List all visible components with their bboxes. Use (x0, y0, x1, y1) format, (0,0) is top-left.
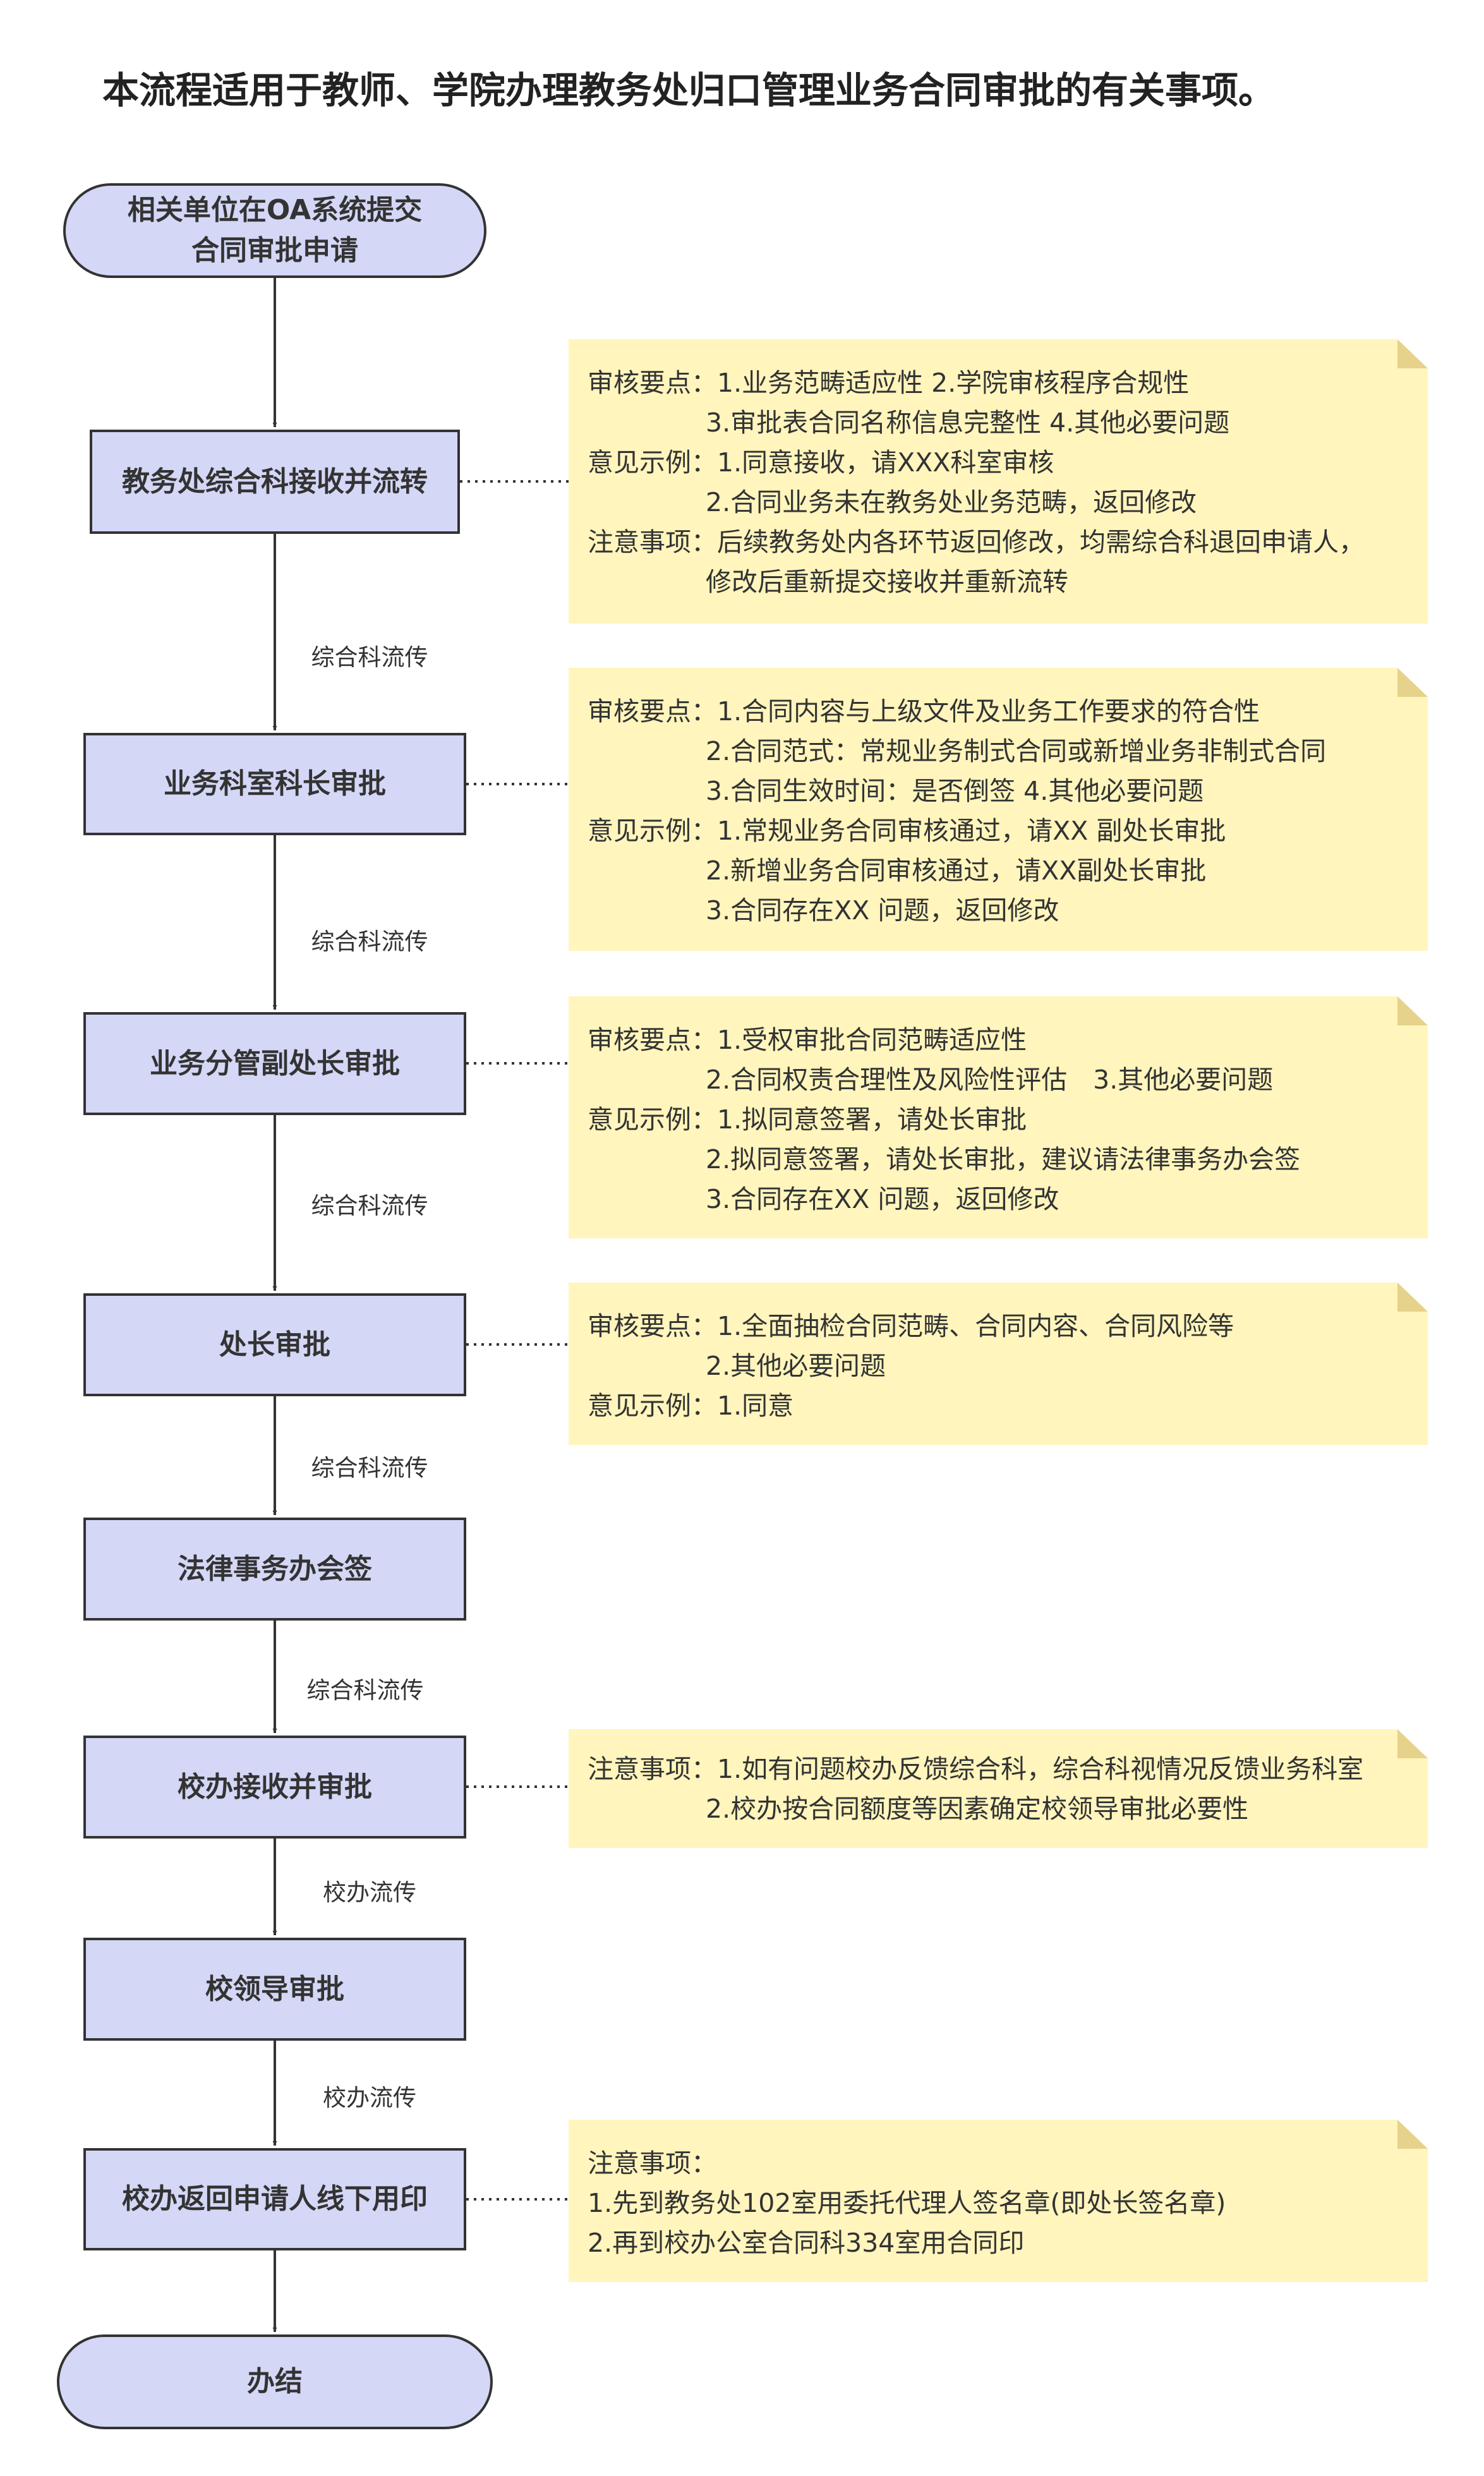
note-line: 审核要点：1.合同内容与上级文件及业务工作要求的符合性 (588, 696, 1260, 727)
note-line: 3.审批表合同名称信息完整性 4.其他必要问题 (706, 408, 1230, 438)
note-line: 2.拟同意签署，请处长审批，建议请法律事务办会签 (706, 1144, 1301, 1175)
note-director: 审核要点：1.全面抽检合同范畴、合同内容、合同风险等 2.其他必要问题 意见示例… (569, 1283, 1428, 1445)
node-school-leader-approval: 校领导审批 (83, 1938, 466, 2041)
note-line: 意见示例：1.常规业务合同审核通过，请XX 副处长审批 (588, 816, 1226, 846)
note-line: 注意事项：后续教务处内各环节返回修改，均需综合科退回申请人， (588, 527, 1365, 557)
note-line: 审核要点：1.全面抽检合同范畴、合同内容、合同风险等 (588, 1311, 1234, 1341)
node-return-for-seal: 校办返回申请人线下用印 (83, 2148, 466, 2250)
note-line: 3.合同存在XX 问题，返回修改 (706, 1184, 1059, 1214)
note-line: 意见示例：1.拟同意签署，请处长审批 (588, 1104, 1027, 1135)
node-deputy-director-approval: 业务分管副处长审批 (83, 1012, 466, 1115)
note-line: 2.其他必要问题 (706, 1351, 886, 1381)
edge-label: 综合科流传 (306, 1677, 424, 1704)
note-line: 3.合同存在XX 问题，返回修改 (706, 895, 1059, 926)
note-fold-corner (1397, 2120, 1428, 2149)
end-node: 办结 (57, 2334, 493, 2429)
note-line: 3.合同生效时间：是否倒签 4.其他必要问题 (706, 776, 1204, 806)
edge-label: 校办流传 (323, 1879, 416, 1906)
page-title: 本流程适用于教师、学院办理教务处归口管理业务合同审批的有关事项。 (102, 69, 1276, 112)
note-fold-corner (1397, 1283, 1428, 1312)
note-seal: 注意事项： 1.先到教务处102室用委托代理人签名章(即处长签名章) 2.再到校… (569, 2120, 1428, 2282)
start-node-line1: 相关单位在OA系统提交 (127, 194, 423, 226)
start-node-line2: 合同审批申请 (191, 234, 358, 267)
note-line: 2.新增业务合同审核通过，请XX副处长审批 (706, 855, 1207, 886)
note-general-section: 审核要点：1.业务范畴适应性 2.学院审核程序合规性 3.审批表合同名称信息完整… (569, 339, 1428, 624)
note-line: 2.合同范式：常规业务制式合同或新增业务非制式合同 (706, 736, 1327, 766)
start-node: 相关单位在OA系统提交 合同审批申请 (63, 183, 486, 278)
edge-label: 综合科流传 (311, 644, 428, 671)
node-president-office-approval: 校办接收并审批 (83, 1736, 466, 1839)
note-line: 注意事项： (588, 2148, 717, 2178)
edge-label: 综合科流传 (311, 1192, 428, 1219)
node-general-section-receive: 教务处综合科接收并流转 (90, 430, 460, 534)
edge-label: 综合科流传 (311, 1454, 428, 1482)
note-line: 2.合同权责合理性及风险性评估 3.其他必要问题 (706, 1065, 1274, 1095)
note-fold-corner (1397, 1729, 1428, 1758)
note-line: 1.先到教务处102室用委托代理人签名章(即处长签名章) (588, 2188, 1226, 2218)
note-line: 修改后重新提交接收并重新流转 (706, 567, 1068, 597)
node-director-approval: 处长审批 (83, 1293, 466, 1396)
note-deputy-director: 审核要点：1.受权审批合同范畴适应性 2.合同权责合理性及风险性评估 3.其他必… (569, 996, 1428, 1238)
note-line: 审核要点：1.业务范畴适应性 2.学院审核程序合规性 (588, 368, 1190, 398)
note-line: 2.再到校办公室合同科334室用合同印 (588, 2228, 1025, 2258)
note-line: 意见示例：1.同意 (588, 1391, 794, 1421)
note-line: 2.校办按合同额度等因素确定校领导审批必要性 (706, 1794, 1249, 1824)
note-president-office: 注意事项：1.如有问题校办反馈综合科，综合科视情况反馈业务科室 2.校办按合同额… (569, 1729, 1428, 1848)
note-section-chief: 审核要点：1.合同内容与上级文件及业务工作要求的符合性 2.合同范式：常规业务制… (569, 668, 1428, 951)
note-line: 意见示例：1.同意接收，请XXX科室审核 (588, 447, 1054, 478)
edge-label: 校办流传 (323, 2084, 416, 2111)
node-legal-countersign: 法律事务办会签 (83, 1518, 466, 1621)
note-fold-corner (1397, 339, 1428, 368)
edge-label: 综合科流传 (311, 928, 428, 955)
note-line: 2.合同业务未在教务处业务范畴，返回修改 (706, 487, 1197, 517)
note-line: 审核要点：1.受权审批合同范畴适应性 (588, 1025, 1027, 1055)
note-fold-corner (1397, 996, 1428, 1025)
node-section-chief-approval: 业务科室科长审批 (83, 733, 466, 835)
note-fold-corner (1397, 668, 1428, 697)
note-line: 注意事项：1.如有问题校办反馈综合科，综合科视情况反馈业务科室 (588, 1754, 1364, 1784)
